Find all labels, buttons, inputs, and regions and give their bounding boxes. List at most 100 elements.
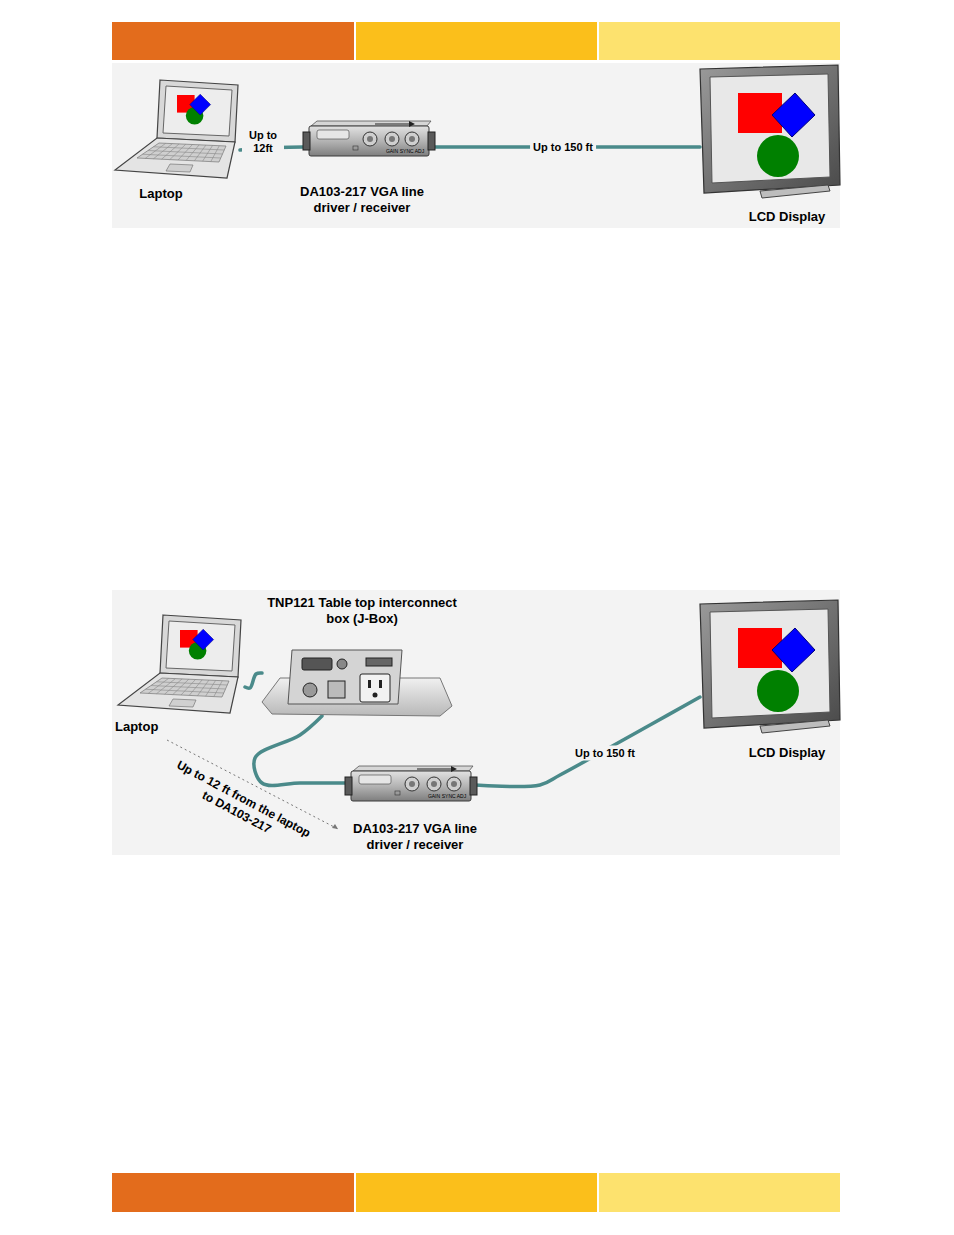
case-top — [353, 766, 473, 771]
monitor-stand — [760, 185, 830, 198]
blue-diamond — [772, 93, 815, 137]
laptop-illustration — [118, 615, 245, 718]
blue-diamond — [190, 94, 211, 115]
blue-diamond — [193, 629, 214, 650]
laptop-node: Laptop — [118, 615, 245, 718]
monitor-bezel — [700, 65, 840, 193]
monitor-stand — [760, 720, 830, 733]
driver-illustration — [345, 765, 475, 805]
direction-arrow-head — [409, 121, 415, 127]
green-circle — [757, 135, 799, 177]
key-column — [170, 144, 186, 159]
key-column — [211, 146, 220, 162]
key-column — [162, 144, 180, 159]
vga-connector — [428, 132, 435, 150]
node-label: Laptop — [115, 719, 215, 735]
node-label: LCD Display — [727, 745, 847, 761]
key-column — [181, 680, 196, 696]
case-body — [351, 771, 471, 801]
key-column — [148, 678, 169, 693]
key-column — [178, 145, 193, 161]
adjust-knob — [405, 132, 419, 146]
blue-diamond — [772, 628, 815, 672]
vga-cable — [254, 716, 345, 785]
round-port — [303, 683, 317, 697]
laptop-illustration — [115, 80, 240, 180]
footer-bar — [112, 1173, 840, 1212]
audio-port — [337, 659, 347, 669]
adjust-knob — [427, 777, 441, 791]
direction-arrow — [375, 123, 411, 124]
leader-head — [332, 824, 338, 829]
laptop-base — [115, 138, 235, 178]
vga-connector — [303, 132, 310, 150]
lcd-node: LCD Display — [700, 600, 840, 735]
key-column — [156, 679, 175, 694]
network-jack — [328, 681, 345, 698]
key-column — [214, 681, 223, 697]
key-column — [189, 680, 202, 696]
model-tag — [317, 130, 349, 139]
laptop-screen — [163, 86, 232, 136]
knob-center — [409, 781, 415, 787]
vga-cable — [475, 697, 700, 787]
data-port — [366, 658, 392, 666]
knob-center — [451, 781, 457, 787]
key-column — [203, 145, 213, 161]
case-body — [309, 126, 429, 156]
vga-cable — [245, 673, 262, 688]
driver-illustration — [303, 120, 435, 160]
lcd-illustration — [700, 600, 840, 735]
direction-arrow — [417, 768, 453, 769]
knob-center — [431, 781, 437, 787]
diagram-panel — [112, 590, 840, 855]
diagram-panel — [112, 63, 840, 228]
adjust-knob — [385, 132, 399, 146]
cable-length-label: Up to 150 ft — [530, 140, 596, 155]
cable-length-label: Up to 12ft — [242, 128, 284, 156]
node-label: DA103-217 VGA line driver / receiver — [340, 821, 490, 853]
control-label: GAIN — [428, 793, 440, 799]
knob-center — [409, 136, 415, 142]
power-outlet — [360, 674, 390, 702]
vga-connector — [470, 777, 477, 795]
laptop-lid — [157, 80, 238, 142]
model-tag — [359, 775, 391, 784]
laptop-node: Laptop — [115, 80, 240, 180]
knob-center — [389, 136, 395, 142]
lcd-illustration — [700, 65, 840, 200]
control-label: SYNC ADJ — [442, 793, 466, 799]
lcd-node: LCD Display — [700, 65, 840, 200]
vga-port — [302, 658, 332, 670]
driver-node: DA103-217 VGA line driver / receiver — [345, 765, 475, 805]
node-label: LCD Display — [727, 209, 847, 225]
node-label: TNP121 Table top interconnect box (J-Box… — [267, 595, 457, 627]
key-column — [165, 679, 183, 694]
laptop-screen — [166, 621, 235, 671]
laptop-base — [118, 673, 238, 713]
touchpad — [169, 699, 196, 707]
direction-arrow-head — [451, 766, 457, 772]
driver-node: DA103-217 VGA line driver / receiver — [303, 120, 435, 160]
monitor-bezel — [700, 600, 840, 728]
touchpad — [166, 164, 193, 172]
adjust-knob — [405, 777, 419, 791]
laptop-lid — [160, 615, 241, 677]
control-label: GAIN — [386, 148, 398, 154]
jbox-panel — [288, 650, 402, 704]
key-column — [186, 145, 199, 161]
knob-center — [367, 136, 373, 142]
control-label: SYNC ADJ — [400, 148, 424, 154]
key-column — [145, 143, 166, 158]
power-led — [353, 146, 358, 150]
node-label: DA103-217 VGA line driver / receiver — [287, 184, 437, 216]
power-led — [395, 791, 400, 795]
jbox-node: TNP121 Table top interconnect box (J-Box… — [262, 648, 452, 716]
laptop-keyboard — [140, 678, 229, 697]
vga-connector — [345, 777, 352, 795]
cable-length-label: Up to 150 ft — [572, 746, 638, 761]
adjust-knob — [363, 132, 377, 146]
monitor-screen — [710, 74, 830, 183]
node-label: Laptop — [111, 186, 211, 202]
